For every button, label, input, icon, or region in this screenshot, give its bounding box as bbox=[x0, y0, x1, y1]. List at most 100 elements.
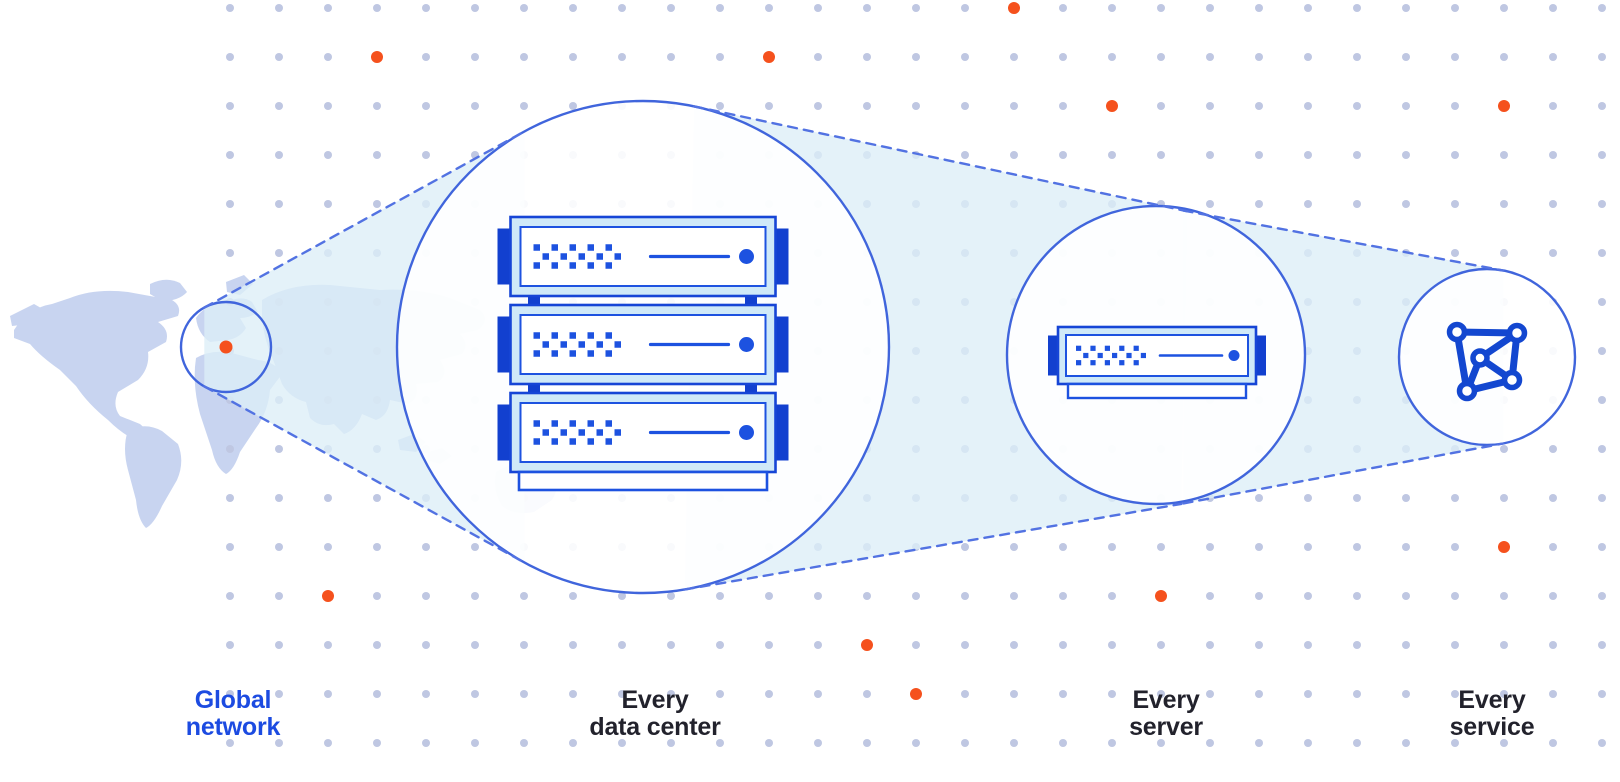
vent-square bbox=[533, 262, 540, 269]
grid-dot bbox=[373, 151, 381, 159]
grid-dot bbox=[275, 592, 283, 600]
grid-dot bbox=[1549, 543, 1557, 551]
vent-square bbox=[587, 332, 594, 339]
grid-dot bbox=[716, 690, 724, 698]
grid-dot bbox=[1157, 543, 1165, 551]
grid-dot bbox=[716, 641, 724, 649]
grid-dot bbox=[569, 690, 577, 698]
grid-dot bbox=[1206, 102, 1214, 110]
grid-dot bbox=[275, 641, 283, 649]
grid-dot bbox=[1451, 494, 1459, 502]
grid-dot bbox=[471, 739, 479, 747]
grid-dot bbox=[1451, 4, 1459, 12]
grid-dot bbox=[1402, 151, 1410, 159]
grid-dot bbox=[1402, 592, 1410, 600]
grid-dot bbox=[324, 641, 332, 649]
grid-dot bbox=[324, 151, 332, 159]
grid-dot bbox=[226, 690, 234, 698]
grid-dot bbox=[667, 4, 675, 12]
grid-dot bbox=[569, 102, 577, 110]
vent-square bbox=[542, 253, 549, 260]
map-pin-icon bbox=[219, 340, 233, 354]
grid-dot bbox=[1353, 4, 1361, 12]
vent-square bbox=[1076, 360, 1082, 366]
grid-dot bbox=[1451, 102, 1459, 110]
grid-dot bbox=[422, 4, 430, 12]
grid-dot bbox=[1451, 592, 1459, 600]
panel-led-dot bbox=[739, 249, 754, 264]
mesh-node-top-right bbox=[1506, 322, 1528, 344]
vent-square bbox=[587, 244, 594, 251]
grid-dot bbox=[1108, 739, 1116, 747]
grid-dot bbox=[422, 592, 430, 600]
grid-dot bbox=[1157, 53, 1165, 61]
orange-dot bbox=[910, 688, 922, 700]
grid-dot bbox=[1010, 641, 1018, 649]
grid-dot bbox=[373, 739, 381, 747]
grid-dot bbox=[226, 494, 234, 502]
grid-dot bbox=[1598, 53, 1606, 61]
grid-dot bbox=[1059, 543, 1067, 551]
grid-dot bbox=[422, 739, 430, 747]
grid-dot bbox=[1059, 690, 1067, 698]
grid-dot bbox=[814, 102, 822, 110]
orange-dot bbox=[322, 590, 334, 602]
grid-dot bbox=[324, 4, 332, 12]
grid-dot bbox=[1598, 200, 1606, 208]
grid-dot bbox=[1402, 641, 1410, 649]
tangent-lower-1 bbox=[203, 385, 526, 564]
grid-dot bbox=[1549, 4, 1557, 12]
grid-dot bbox=[618, 592, 626, 600]
tangent-upper-1 bbox=[203, 130, 526, 309]
grid-dot bbox=[226, 739, 234, 747]
grid-dot bbox=[1304, 4, 1312, 12]
grid-dot bbox=[1598, 298, 1606, 306]
grid-dot bbox=[1304, 641, 1312, 649]
grid-dot bbox=[667, 690, 675, 698]
grid-dot bbox=[422, 690, 430, 698]
vent-square bbox=[533, 420, 540, 427]
grid-dot bbox=[275, 690, 283, 698]
grid-dot bbox=[1451, 200, 1459, 208]
grid-dot bbox=[667, 641, 675, 649]
grid-dot bbox=[324, 690, 332, 698]
vent-square bbox=[569, 262, 576, 269]
grid-dot bbox=[912, 102, 920, 110]
vent-square bbox=[560, 341, 567, 348]
vent-square bbox=[605, 332, 612, 339]
grid-dot bbox=[1108, 592, 1116, 600]
vent-square bbox=[605, 350, 612, 357]
vent-square bbox=[1083, 352, 1089, 359]
grid-dot bbox=[226, 200, 234, 208]
grid-dot bbox=[275, 543, 283, 551]
grid-dot bbox=[1059, 151, 1067, 159]
grid-dot bbox=[1549, 151, 1557, 159]
vent-square bbox=[533, 244, 540, 251]
grid-dot bbox=[1206, 4, 1214, 12]
label-every-service-line1: Every bbox=[1458, 686, 1526, 714]
vent-square bbox=[542, 429, 549, 436]
grid-dot bbox=[1549, 690, 1557, 698]
vent-square bbox=[605, 262, 612, 269]
vent-square bbox=[1119, 345, 1125, 351]
grid-dot bbox=[1598, 690, 1606, 698]
vent-square bbox=[542, 341, 549, 348]
vent-square bbox=[551, 420, 558, 427]
grid-dot bbox=[226, 249, 234, 257]
grid-dot bbox=[1255, 200, 1263, 208]
grid-dot bbox=[1059, 102, 1067, 110]
vent-square bbox=[587, 350, 594, 357]
grid-dot bbox=[1206, 151, 1214, 159]
vent-square bbox=[533, 332, 540, 339]
grid-dot bbox=[912, 592, 920, 600]
grid-dot bbox=[1451, 641, 1459, 649]
grid-dot bbox=[1059, 53, 1067, 61]
grid-dot bbox=[1304, 592, 1312, 600]
vent-square bbox=[1104, 360, 1110, 366]
grid-dot bbox=[226, 53, 234, 61]
grid-dot bbox=[569, 592, 577, 600]
label-every-server: Every server bbox=[1129, 687, 1203, 741]
grid-dot bbox=[1353, 102, 1361, 110]
grid-dot bbox=[471, 641, 479, 649]
